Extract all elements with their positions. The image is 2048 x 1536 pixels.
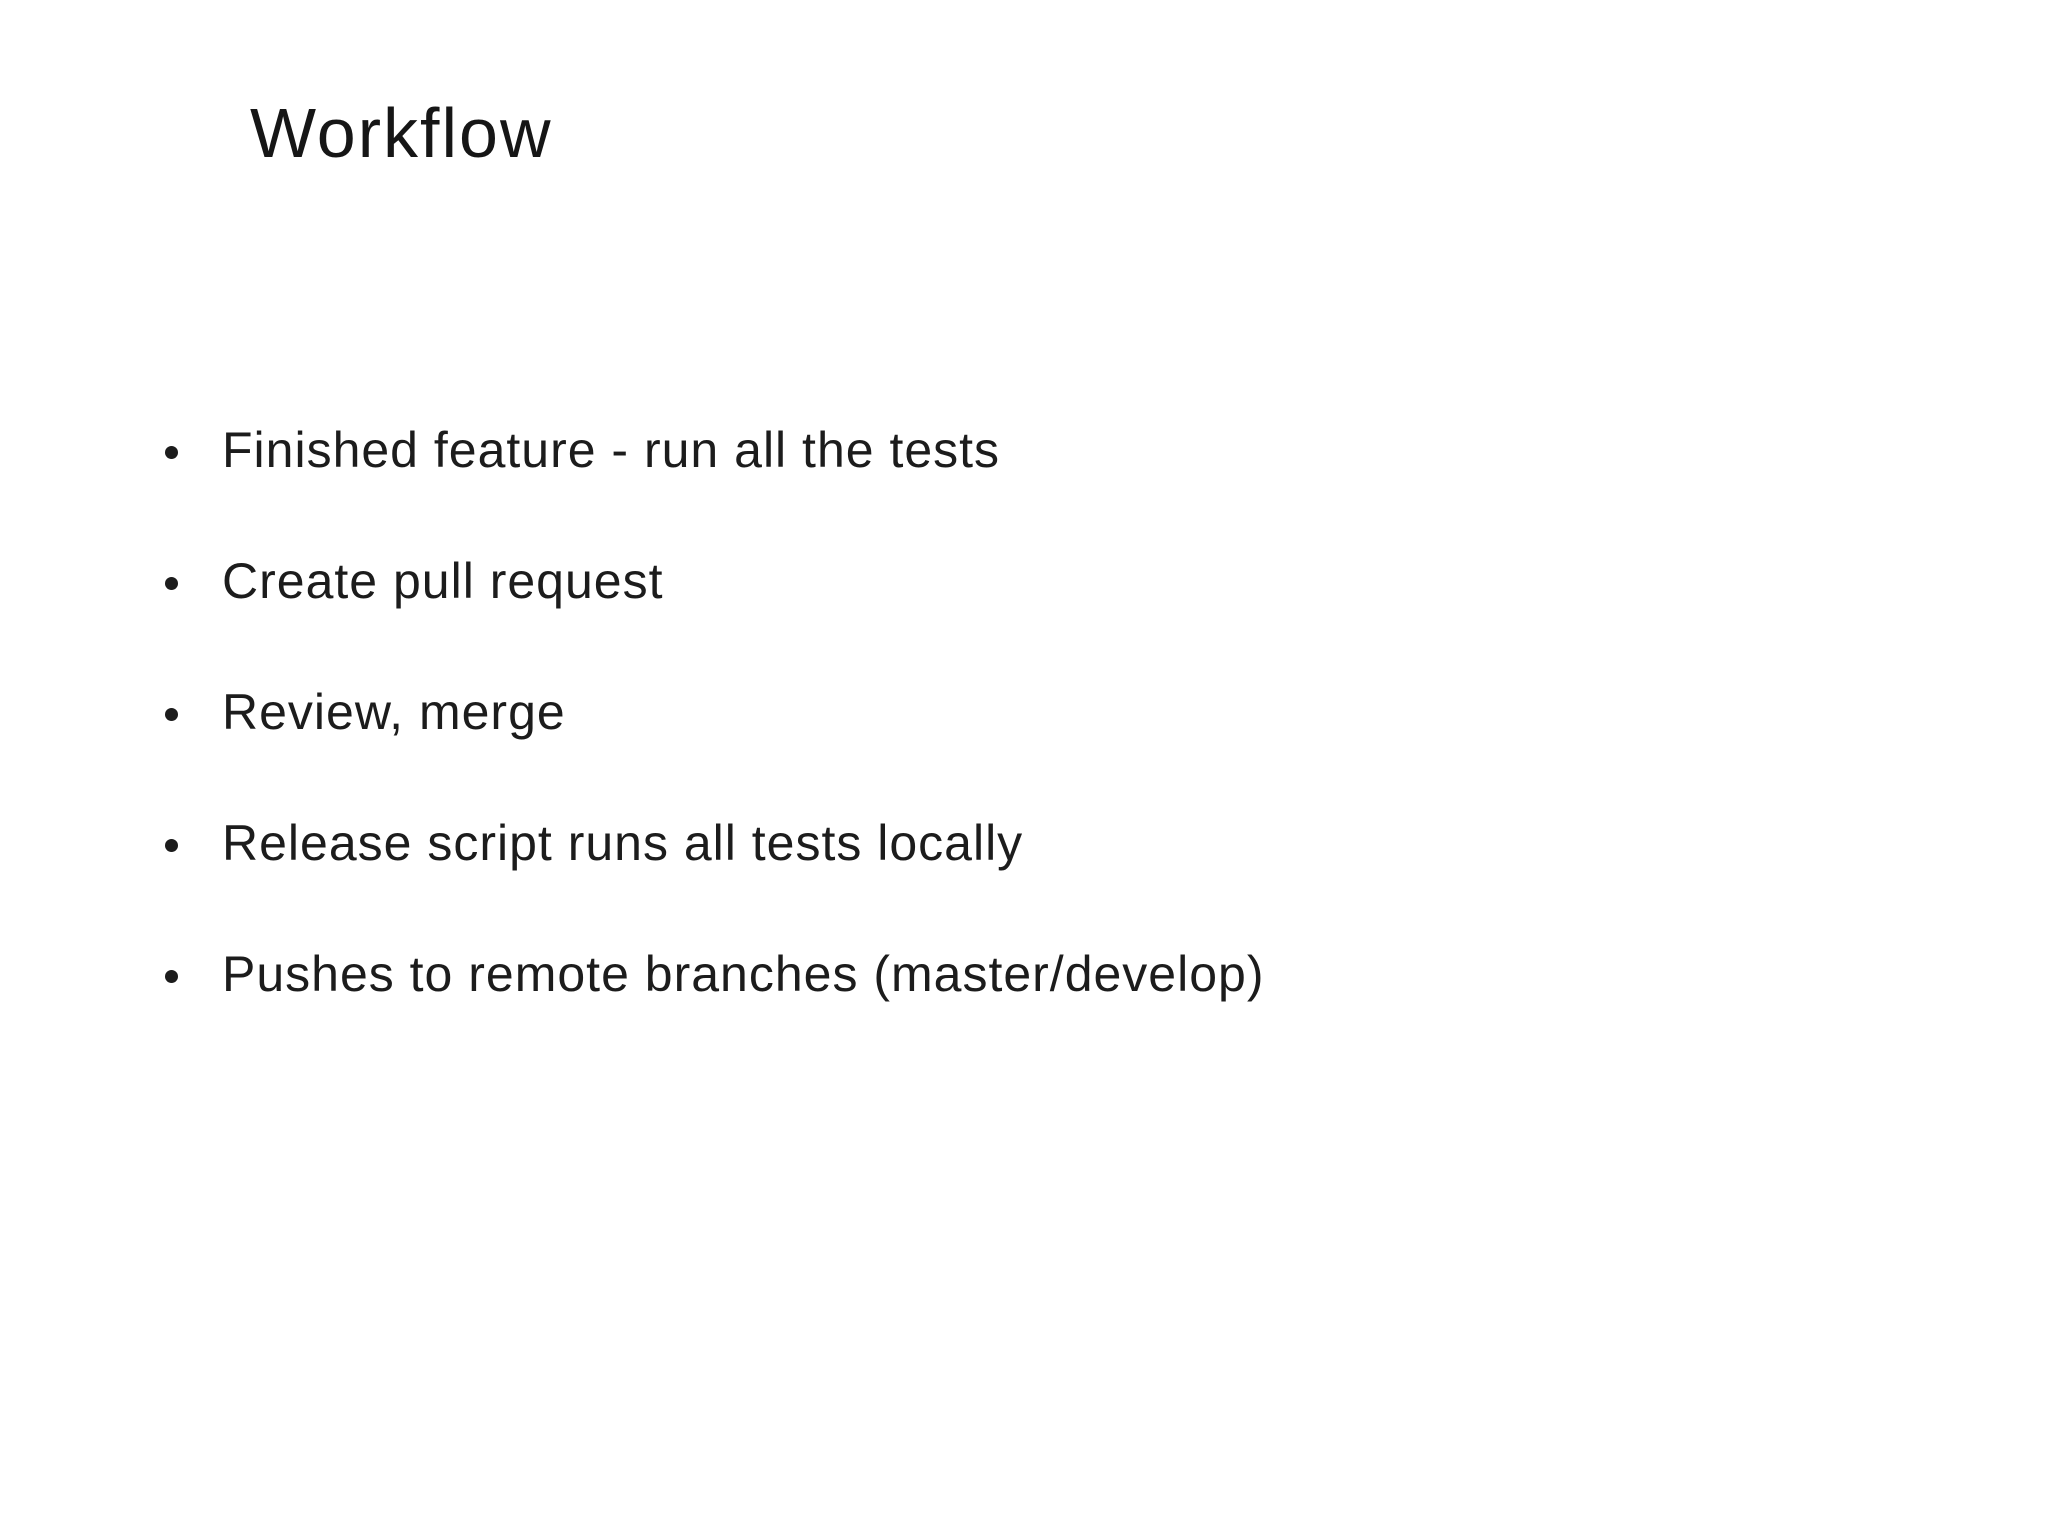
list-item: Review, merge	[165, 646, 1265, 777]
bullet-text: Pushes to remote branches (master/develo…	[222, 945, 1265, 1002]
list-item: Release script runs all tests locally	[165, 777, 1265, 908]
bullet-text: Create pull request	[222, 552, 664, 609]
slide-title: Workflow	[250, 94, 553, 172]
list-item: Pushes to remote branches (master/develo…	[165, 908, 1265, 1039]
bullet-icon	[165, 708, 178, 721]
bullet-text: Review, merge	[222, 683, 566, 740]
bullet-list: Finished feature - run all the tests Cre…	[165, 384, 1265, 1039]
bullet-icon	[165, 446, 178, 459]
bullet-icon	[165, 970, 178, 983]
list-item: Finished feature - run all the tests	[165, 384, 1265, 515]
list-item: Create pull request	[165, 515, 1265, 646]
bullet-text: Release script runs all tests locally	[222, 814, 1024, 871]
bullet-text: Finished feature - run all the tests	[222, 421, 1001, 478]
bullet-icon	[165, 839, 178, 852]
bullet-icon	[165, 577, 178, 590]
